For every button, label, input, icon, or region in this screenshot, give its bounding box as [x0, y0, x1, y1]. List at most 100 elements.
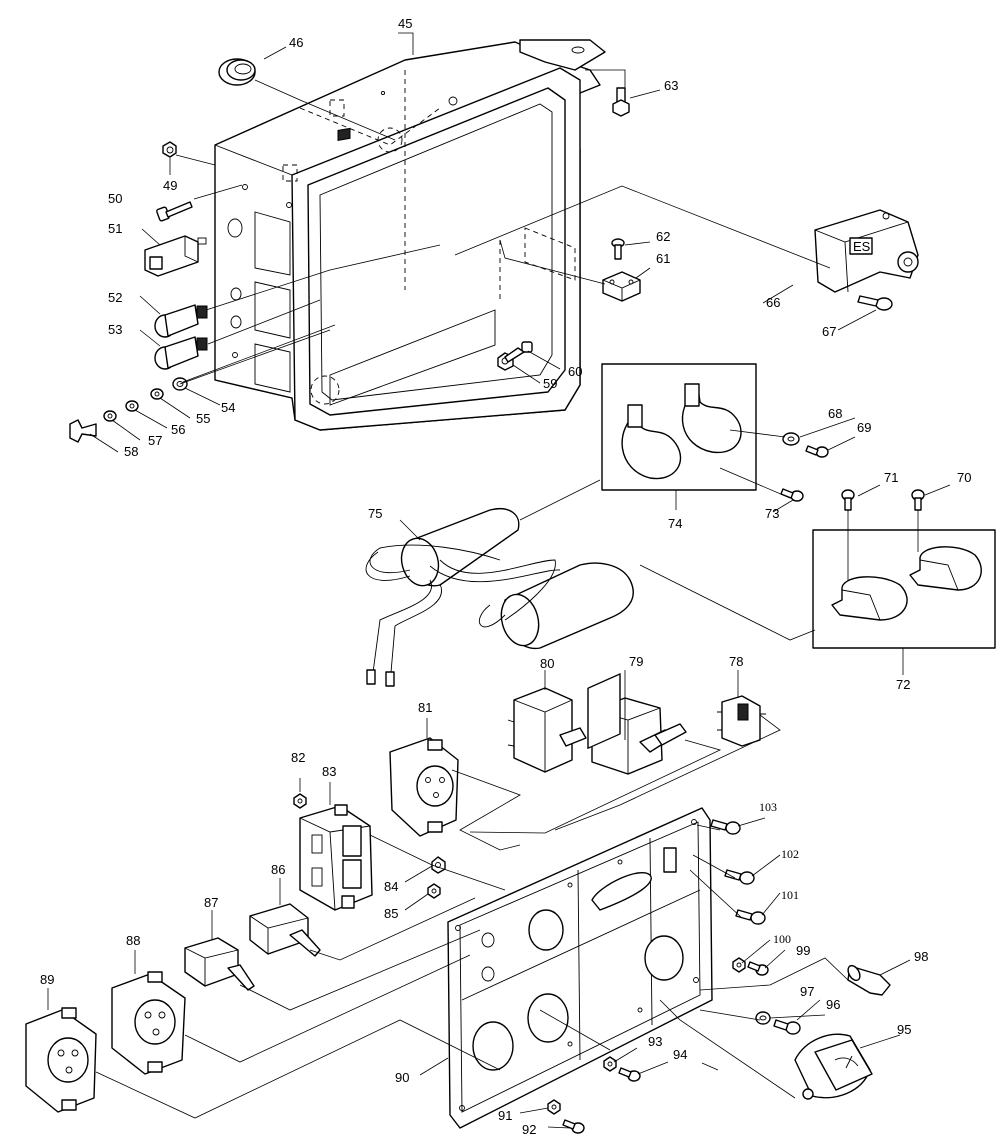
callout-78: 78 [729, 654, 743, 669]
callout-63: 63 [664, 78, 678, 93]
callout-53: 53 [108, 322, 122, 337]
terminal-block-61 [602, 271, 641, 302]
callout-49: 49 [163, 178, 177, 193]
callout-98: 98 [914, 949, 928, 964]
nut-84 [431, 856, 446, 874]
callout-93: 93 [648, 1034, 662, 1049]
screw-73 [780, 488, 804, 502]
control-box-housing [214, 39, 606, 431]
circuit-breaker-51 [144, 235, 207, 277]
screw-50 [156, 201, 193, 222]
receptacle-88 [111, 971, 186, 1075]
callout-87: 87 [204, 895, 218, 910]
nut-56 [125, 400, 139, 412]
nut-91 [547, 1099, 561, 1115]
callout-100: 100 [773, 932, 791, 946]
callout-75: 75 [368, 506, 382, 521]
callout-103: 103 [759, 800, 777, 814]
callout-91: 91 [498, 1108, 512, 1123]
callout-68: 68 [828, 406, 842, 421]
wing-nut-58 [69, 419, 97, 443]
callout-66: 66 [766, 295, 780, 310]
screw-69 [805, 445, 829, 458]
callout-94: 94 [673, 1047, 687, 1062]
screw-67 [857, 295, 893, 311]
callout-80: 80 [540, 656, 554, 671]
callout-86: 86 [271, 862, 285, 877]
nut-85 [427, 883, 441, 899]
callout-88: 88 [126, 933, 140, 948]
callout-92: 92 [522, 1122, 536, 1137]
callout-99: 99 [796, 943, 810, 958]
callout-61: 61 [656, 251, 670, 266]
callout-82: 82 [291, 750, 305, 765]
callout-59: 59 [543, 376, 557, 391]
screw-103 [710, 819, 741, 835]
callout-67: 67 [822, 324, 836, 339]
callout-51: 51 [108, 221, 122, 236]
gfci-receptacle-83 [299, 804, 373, 911]
receptacle-81 [389, 737, 459, 837]
callout-101: 101 [781, 888, 799, 902]
callout-62: 62 [656, 229, 670, 244]
callout-46: 46 [289, 35, 303, 50]
callout-96: 96 [826, 997, 840, 1012]
callout-58: 58 [124, 444, 138, 459]
screw-101 [735, 909, 766, 925]
callout-84: 84 [384, 879, 398, 894]
nut-49 [162, 141, 177, 158]
washer-68 [782, 432, 800, 446]
callout-50: 50 [108, 191, 122, 206]
nut-55 [150, 388, 164, 400]
circuit-breaker-80 [507, 687, 587, 773]
pilot-lamp-98 [847, 964, 891, 996]
callout-73: 73 [765, 506, 779, 521]
screw-62 [611, 238, 625, 260]
callout-74: 74 [668, 516, 682, 531]
receptacle-89 [25, 1007, 97, 1113]
terminal-52 [154, 304, 208, 338]
callout-71: 71 [884, 470, 898, 485]
callout-95: 95 [897, 1022, 911, 1037]
capacitor-assembly-75 [365, 508, 634, 687]
callout-85: 85 [384, 906, 398, 921]
callout-57: 57 [148, 433, 162, 448]
module-label: ES [853, 239, 871, 254]
leader-lines [47, 32, 951, 1129]
screw-70 [911, 489, 925, 511]
callout-69: 69 [857, 420, 871, 435]
toggle-switch-87 [184, 937, 255, 991]
nut-57 [103, 410, 117, 422]
clamp-kit-72 [812, 529, 996, 649]
callout-70: 70 [957, 470, 971, 485]
callout-97: 97 [800, 984, 814, 999]
hour-meter-95 [794, 1033, 873, 1100]
nut-82 [293, 793, 307, 809]
callout-89: 89 [40, 972, 54, 987]
electronic-module-66: ES [814, 209, 919, 293]
callout-52: 52 [108, 290, 122, 305]
callout-90: 90 [395, 1070, 409, 1085]
screw-60 [504, 341, 533, 363]
callout-54: 54 [221, 400, 235, 415]
nut-93 [603, 1056, 617, 1072]
callout-79: 79 [629, 654, 643, 669]
clamp-kit-74 [601, 363, 757, 491]
toggle-switch-86 [249, 903, 321, 957]
switch-78 [717, 695, 766, 747]
terminal-53 [154, 336, 208, 370]
callout-83: 83 [322, 764, 336, 779]
control-panel-90 [447, 673, 713, 1129]
screw-94 [618, 1067, 641, 1082]
callout-102: 102 [781, 847, 799, 861]
callout-81: 81 [418, 700, 432, 715]
screw-71 [841, 489, 855, 511]
screw-92 [562, 1119, 585, 1134]
callout-45: 45 [398, 16, 412, 31]
callout-72: 72 [896, 677, 910, 692]
grommet-part [218, 58, 256, 86]
washer-97 [755, 1011, 771, 1025]
nut-100 [732, 957, 746, 973]
screw-102 [724, 869, 755, 885]
